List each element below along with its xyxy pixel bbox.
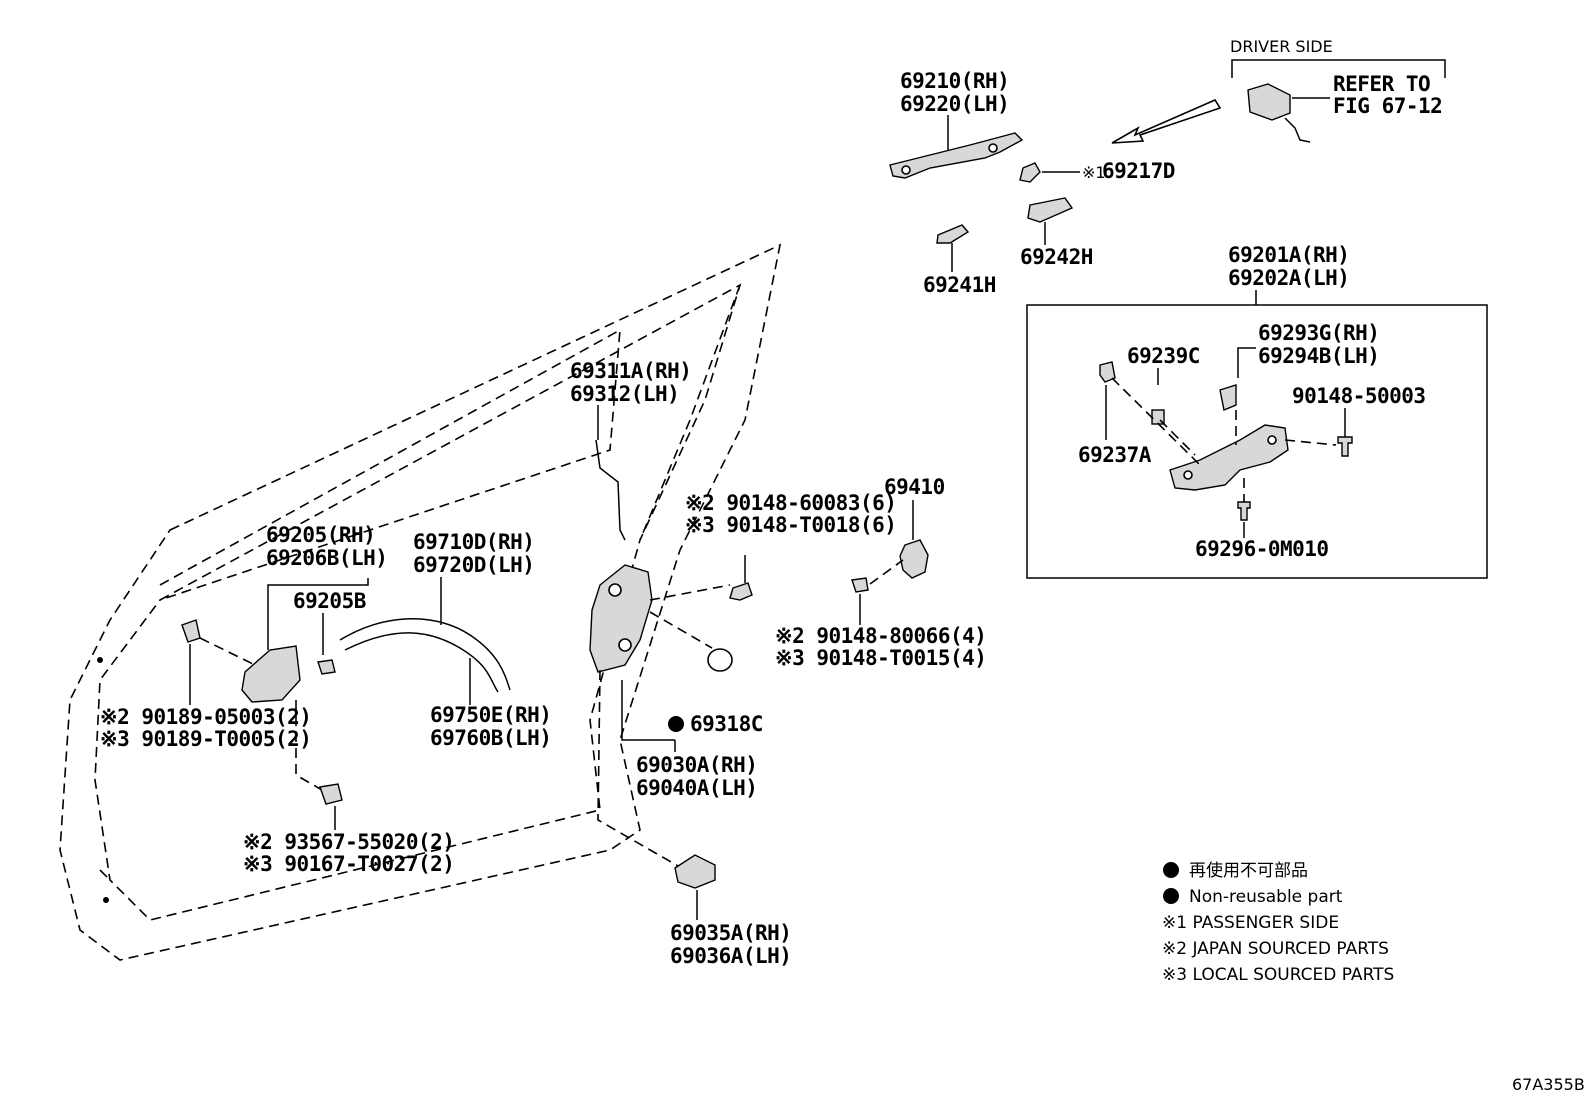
legend-en: Non-reusable part bbox=[1189, 887, 1343, 907]
label-69296: 69296-0M010 bbox=[1195, 537, 1329, 561]
striker-part bbox=[899, 539, 929, 579]
door-lock-group: 69030A(RH) 69040A(LH) 69318C ※2 90148-60… bbox=[589, 491, 897, 871]
label-69241: 69241H bbox=[923, 273, 996, 297]
label-69205: 69205(RH) bbox=[266, 523, 375, 547]
label-69760: 69760B(LH) bbox=[430, 726, 551, 750]
frame-assembly-group: 69201A(RH) 69202A(LH) 69239C 69293G(RH) … bbox=[1026, 243, 1488, 579]
lower-bracket-part bbox=[674, 854, 716, 889]
label-69210: 69210(RH) bbox=[900, 69, 1009, 93]
screw-69296-part bbox=[1237, 501, 1251, 521]
label-69242: 69242H bbox=[1020, 245, 1093, 269]
arrow-icon bbox=[1111, 98, 1222, 144]
label-69205b: 69205B bbox=[293, 589, 366, 613]
handle-screw-part bbox=[317, 659, 336, 675]
label-T0027: ※3 90167-T0027(2) bbox=[243, 852, 454, 876]
label-69035: 69035A(RH) bbox=[670, 921, 791, 945]
label-69239: 69239C bbox=[1127, 344, 1200, 368]
non-reusable-dot-icon bbox=[668, 716, 684, 732]
outside-handle-part bbox=[889, 132, 1024, 179]
label-69311: 69311A(RH) bbox=[570, 359, 691, 383]
legend-jp: 再使用不可部品 bbox=[1189, 860, 1308, 881]
label-69201: 69201A(RH) bbox=[1228, 243, 1349, 267]
inside-handle-part bbox=[241, 645, 301, 703]
legend-note3: ※3 LOCAL SOURCED PARTS bbox=[1162, 965, 1394, 985]
label-69293: 69293G(RH) bbox=[1258, 321, 1379, 345]
bolt-part bbox=[1337, 436, 1353, 457]
handle-cover-part bbox=[1019, 162, 1041, 183]
legend: 再使用不可部品 Non-reusable part ※1 PASSENGER S… bbox=[1162, 860, 1394, 985]
label-69312: 69312(LH) bbox=[570, 382, 679, 406]
label-90148-50003: 90148-50003 bbox=[1292, 384, 1426, 408]
legend-dot-icon bbox=[1163, 888, 1179, 904]
lock-screw-part bbox=[729, 582, 753, 601]
cable-upper-part bbox=[339, 618, 511, 691]
label-69318: 69318C bbox=[690, 712, 763, 736]
figure-code: 67A355B bbox=[1512, 1075, 1585, 1094]
lock-rod-group: 69311A(RH) 69312(LH) bbox=[570, 359, 692, 541]
lower-bracket-group: 69035A(RH) 69036A(LH) bbox=[670, 854, 792, 968]
handle-bolt-part bbox=[319, 783, 343, 805]
lock-rod-part bbox=[595, 439, 626, 541]
legend-dot-icon bbox=[1163, 862, 1179, 878]
label-05003: ※2 90189-05003(2) bbox=[100, 705, 311, 729]
cable-lower-part bbox=[344, 632, 499, 693]
label-69217: 69217D bbox=[1102, 159, 1175, 183]
cable-group: 69710D(RH) 69720D(LH) 69750E(RH) 69760B(… bbox=[339, 530, 552, 750]
label-69710: 69710D(RH) bbox=[413, 530, 534, 554]
label-T0018: ※3 90148-T0018(6) bbox=[685, 513, 896, 537]
label-69220: 69220(LH) bbox=[900, 92, 1009, 116]
label-69750: 69750E(RH) bbox=[430, 703, 551, 727]
seal-69237-part bbox=[1099, 361, 1116, 383]
label-69206: 69206B(LH) bbox=[266, 546, 387, 570]
label-69720: 69720D(LH) bbox=[413, 553, 534, 577]
inside-handle-group: 69205(RH) 69206B(LH) 69205B ※2 90189-050… bbox=[100, 523, 455, 876]
mark-69217: ※1 bbox=[1082, 163, 1106, 182]
striker-group: 69410 ※2 90148-80066(4) ※3 90148-T0015(4… bbox=[775, 475, 987, 670]
striker-bolt-part bbox=[851, 577, 869, 593]
label-80066: ※2 90148-80066(4) bbox=[775, 624, 986, 648]
outside-handle-group: 69210(RH) 69220(LH) ※1 69217D 69242H 692… bbox=[889, 69, 1175, 297]
label-60083: ※2 90148-60083(6) bbox=[685, 491, 896, 515]
frame-part bbox=[1169, 424, 1289, 491]
legend-note1: ※1 PASSENGER SIDE bbox=[1162, 913, 1339, 933]
label-69040: 69040A(LH) bbox=[636, 776, 757, 800]
seal-ring-part bbox=[707, 648, 733, 672]
label-69030: 69030A(RH) bbox=[636, 753, 757, 777]
label-T0005: ※3 90189-T0005(2) bbox=[100, 727, 311, 751]
label-69410: 69410 bbox=[884, 475, 945, 499]
driver-side-label: DRIVER SIDE bbox=[1230, 37, 1333, 56]
door-outline bbox=[59, 243, 782, 961]
pad-69241-part bbox=[936, 224, 970, 244]
label-69036: 69036A(LH) bbox=[670, 944, 791, 968]
label-T0015: ※3 90148-T0015(4) bbox=[775, 646, 986, 670]
frame-assembly-box bbox=[1026, 304, 1488, 579]
label-55020: ※2 93567-55020(2) bbox=[243, 830, 454, 854]
clip-part bbox=[1219, 384, 1237, 411]
refer-line2: FIG 67-12 bbox=[1333, 94, 1442, 118]
lock-cylinder-part bbox=[1247, 83, 1291, 121]
refer-line1: REFER TO bbox=[1333, 72, 1430, 96]
label-69294: 69294B(LH) bbox=[1258, 344, 1379, 368]
driver-side-bracket: DRIVER SIDE REFER TO FIG 67-12 bbox=[1230, 37, 1446, 143]
legend-note2: ※2 JAPAN SOURCED PARTS bbox=[1162, 939, 1389, 959]
label-69237: 69237A bbox=[1078, 443, 1152, 467]
door-lock-part bbox=[589, 564, 653, 673]
label-69202: 69202A(LH) bbox=[1228, 266, 1349, 290]
handle-clip-part bbox=[181, 619, 201, 643]
pad-69242-part bbox=[1027, 197, 1074, 223]
